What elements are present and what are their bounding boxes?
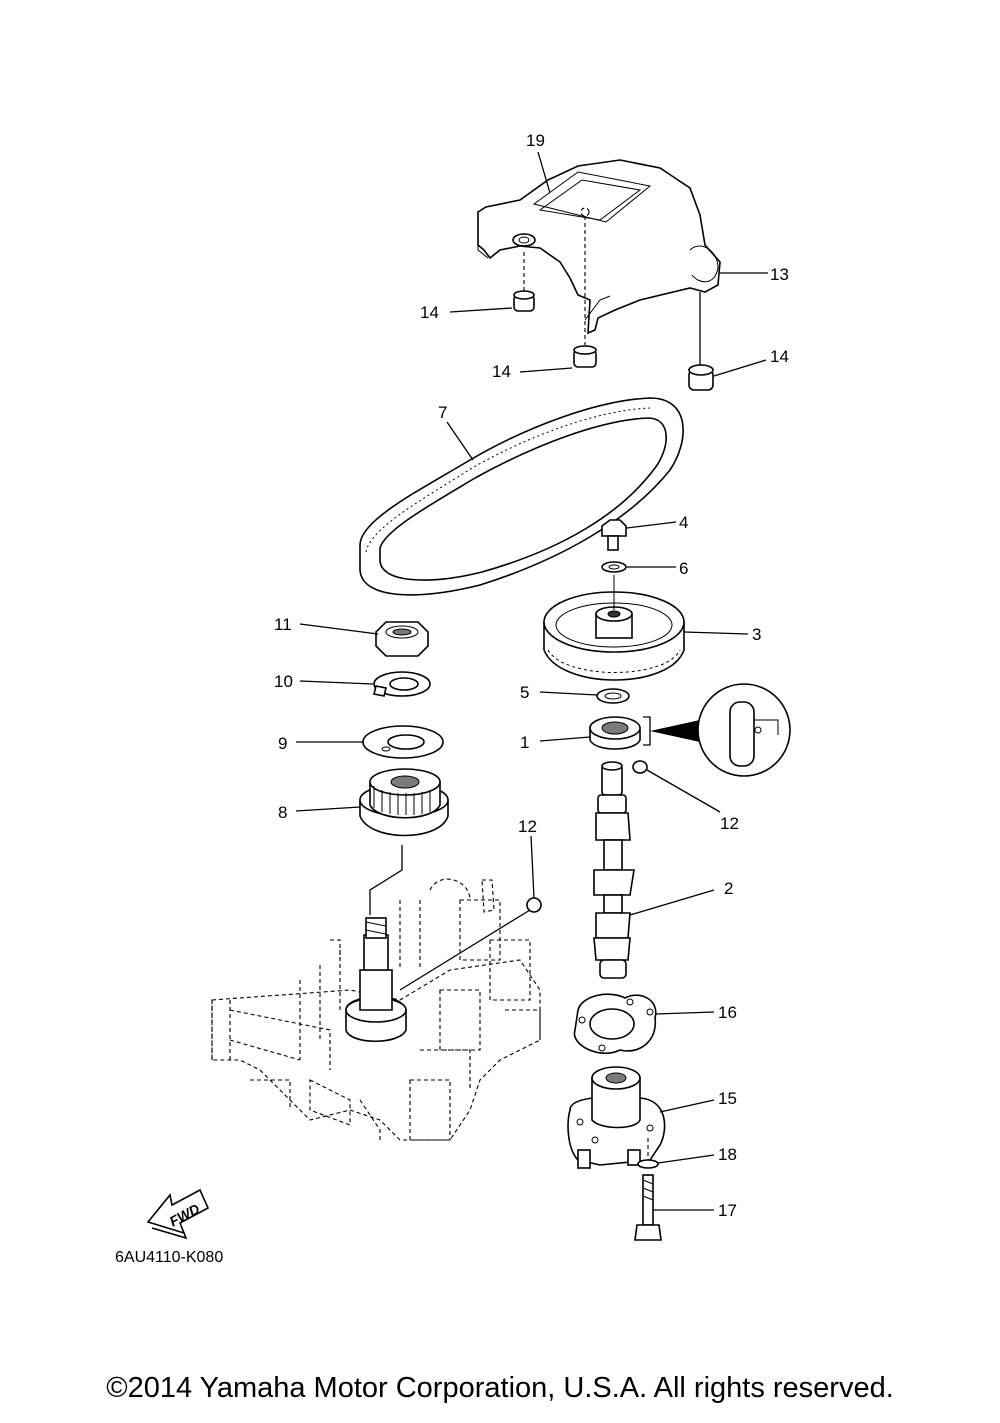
label-15: 15	[718, 1089, 737, 1108]
fwd-arrow-icon: FWD	[146, 1188, 210, 1240]
label-14-right: 14	[770, 347, 789, 366]
label-4: 4	[679, 513, 688, 532]
timing-belt	[359, 397, 684, 596]
timing-belt-cover	[477, 159, 721, 335]
label-18: 18	[718, 1145, 737, 1164]
washer-18	[637, 1159, 659, 1169]
nut-11	[375, 621, 429, 657]
label-12-cam: 12	[720, 814, 739, 833]
grommet-right	[688, 364, 714, 391]
grommet-left	[513, 290, 535, 312]
leader-lines	[295, 151, 768, 1211]
label-10: 10	[274, 672, 293, 691]
label-17: 17	[718, 1201, 737, 1220]
label-11: 11	[274, 615, 292, 634]
label-2: 2	[724, 879, 733, 898]
label-5: 5	[520, 683, 529, 702]
label-1: 1	[520, 733, 529, 752]
oil-seal	[589, 716, 641, 750]
label-9: 9	[278, 734, 287, 753]
copyright-notice: ©2014 Yamaha Motor Corporation, U.S.A. A…	[106, 1372, 894, 1404]
label-8: 8	[278, 803, 287, 822]
dowel-pin	[632, 760, 648, 774]
label-7: 7	[438, 403, 447, 422]
oil-pump	[567, 1066, 666, 1169]
label-3: 3	[752, 625, 761, 644]
label-13: 13	[770, 265, 789, 284]
label-12-block: 12	[518, 817, 537, 836]
camshaft	[593, 761, 635, 979]
pulley-bolt	[601, 519, 627, 551]
label-19: 19	[526, 131, 545, 150]
lock-washer-10	[373, 671, 431, 697]
pump-bolt	[634, 1174, 662, 1241]
washer-9	[362, 725, 444, 759]
label-6: 6	[679, 559, 688, 578]
label-14-center: 14	[492, 362, 511, 381]
washer-6	[601, 561, 627, 573]
grommet-center	[573, 345, 597, 368]
part-labels: 19 13 14 14 14 7 4 6 3 5 1 11 10 9 8 12 …	[274, 131, 789, 1220]
engine-block-outline	[211, 878, 541, 1141]
seal-detail-callout	[697, 683, 791, 777]
crankshaft-end	[345, 917, 407, 1043]
camshaft-pulley	[543, 575, 685, 681]
label-16: 16	[718, 1003, 737, 1022]
diagram-code: 6AU4110-K080	[115, 1249, 223, 1266]
crank-pulley	[359, 768, 449, 837]
washer-5	[596, 688, 630, 704]
pump-gasket	[573, 993, 657, 1055]
label-14-left: 14	[420, 303, 439, 322]
